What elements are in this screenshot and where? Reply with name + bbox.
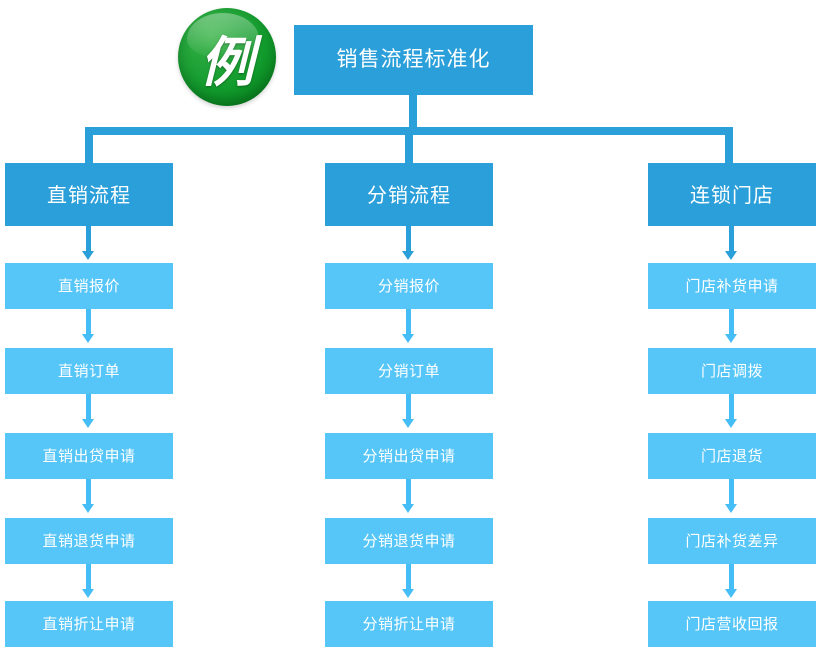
arrow-line-1-1 [86,309,91,336]
root-stem-connector [409,95,417,127]
arrow-line-1-2 [86,394,91,421]
arrow-head-2-1 [402,334,414,343]
arrow-head-2-4 [402,589,414,598]
root-node[interactable]: 销售流程标准化 [294,25,533,95]
step-node-2-3[interactable]: 分销出贷申请 [325,433,493,479]
arrow-head-3-4 [725,589,737,598]
branch-header-3[interactable]: 连锁门店 [648,163,816,226]
arrow-head-1-4 [82,589,94,598]
step-node-2-4[interactable]: 分销退货申请 [325,518,493,564]
arrow-line-2-1 [406,309,411,336]
arrow-head-3-3 [725,504,737,513]
example-badge-icon: 例 [178,8,276,106]
step-node-label-3-3: 门店退货 [700,446,763,465]
step-node-1-2[interactable]: 直销订单 [5,348,173,394]
step-node-label-3-2: 门店调拨 [700,361,763,380]
step-node-label-3-4: 门店补货差异 [685,531,779,550]
arrow-line-1-4 [86,564,91,591]
step-node-label-1-5: 直销折让申请 [42,614,136,633]
branch-header-2[interactable]: 分销流程 [325,163,493,226]
step-node-1-3[interactable]: 直销出贷申请 [5,433,173,479]
step-node-label-1-1: 直销报价 [57,276,120,295]
step-node-label-2-5: 分销折让申请 [362,614,456,633]
arrow-head-2-3 [402,504,414,513]
arrow-head-2-2 [402,419,414,428]
step-node-label-2-3: 分销出贷申请 [362,446,456,465]
step-node-3-4[interactable]: 门店补货差异 [648,518,816,564]
step-node-3-3[interactable]: 门店退货 [648,433,816,479]
step-node-1-1[interactable]: 直销报价 [5,263,173,309]
arrow-head-1-2 [82,419,94,428]
step-node-label-2-2: 分销订单 [377,361,440,380]
arrow-head-3-1 [725,334,737,343]
branch-drop-connector-2 [405,127,413,163]
arrow-head-3-2 [725,419,737,428]
root-node-label: 销售流程标准化 [336,47,491,72]
example-badge-label: 例 [200,30,254,94]
step-node-label-2-1: 分销报价 [377,276,440,295]
step-node-label-1-4: 直销退货申请 [42,531,136,550]
step-node-label-1-2: 直销订单 [57,361,120,380]
branch-header-label-3: 连锁门店 [690,182,774,207]
branch-header-label-1: 直销流程 [47,182,131,207]
step-node-1-5[interactable]: 直销折让申请 [5,601,173,647]
step-node-label-3-1: 门店补货申请 [685,276,779,295]
arrow-line-2-4 [406,564,411,591]
arrow-line-3-3 [729,479,734,506]
step-node-label-1-3: 直销出贷申请 [42,446,136,465]
arrow-line-3-1 [729,309,734,336]
step-node-label-3-5: 门店营收回报 [685,614,779,633]
arrow-line-2-2 [406,394,411,421]
arrow-head-1-1 [82,334,94,343]
step-node-2-5[interactable]: 分销折让申请 [325,601,493,647]
branch-drop-connector-3 [725,127,733,163]
arrow-head-3-0 [725,251,737,260]
branch-header-label-2: 分销流程 [367,182,451,207]
arrow-head-1-0 [82,251,94,260]
arrow-head-2-0 [402,251,414,260]
arrow-line-3-2 [729,394,734,421]
step-node-3-5[interactable]: 门店营收回报 [648,601,816,647]
arrow-line-2-3 [406,479,411,506]
arrow-line-1-3 [86,479,91,506]
branch-header-1[interactable]: 直销流程 [5,163,173,226]
arrow-line-3-0 [729,226,734,253]
step-node-2-1[interactable]: 分销报价 [325,263,493,309]
arrow-line-3-4 [729,564,734,591]
arrow-line-2-0 [406,226,411,253]
step-node-2-2[interactable]: 分销订单 [325,348,493,394]
step-node-label-2-4: 分销退货申请 [362,531,456,550]
step-node-3-2[interactable]: 门店调拨 [648,348,816,394]
arrow-head-1-3 [82,504,94,513]
step-node-1-4[interactable]: 直销退货申请 [5,518,173,564]
step-node-3-1[interactable]: 门店补货申请 [648,263,816,309]
arrow-line-1-0 [86,226,91,253]
branch-drop-connector-1 [85,127,93,163]
